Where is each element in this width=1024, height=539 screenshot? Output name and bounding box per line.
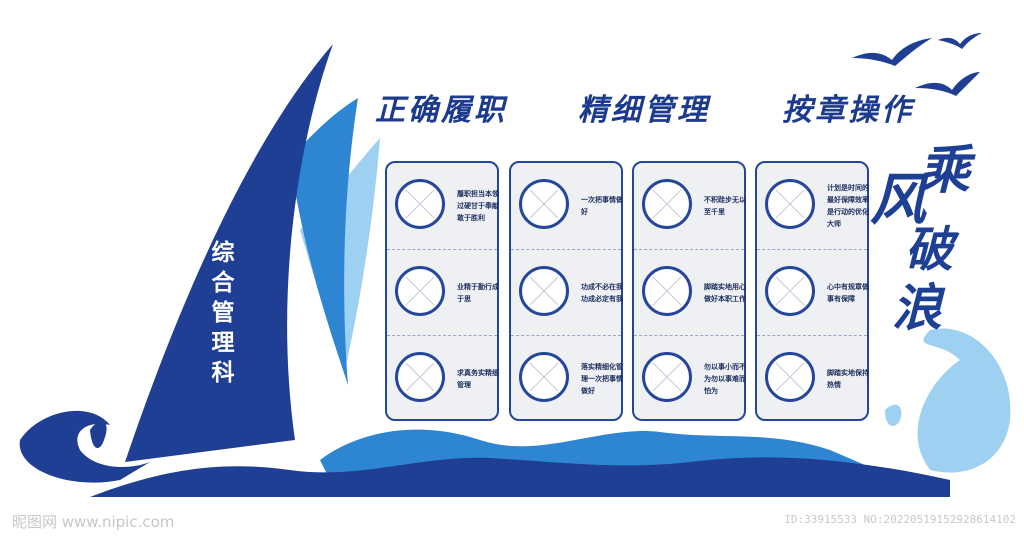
panel-text-box: 不积跬步无以至千里 <box>704 163 748 249</box>
panel-text-box: 履职担当本领过硬甘于奉献敢于胜利 <box>457 163 501 249</box>
panel-text-box: 功成不必在我功成必定有我 <box>581 250 625 336</box>
sail-mid <box>290 98 358 385</box>
panel-text: 计划是时间的最好保障效率是行动的优化大师 <box>827 184 869 228</box>
sail-main <box>125 44 333 462</box>
panel-1: 履职担当本领过硬甘于奉献敢于胜利业精于勤行成于思求真务实精细管理 <box>385 161 499 421</box>
panel-3: 不积跬步无以至千里脚踏实地用心做好本职工作勿以事小而不为勿以事难而怕为 <box>632 161 746 421</box>
panel-row: 计划是时间的最好保障效率是行动的优化大师 <box>757 163 869 249</box>
photo-placeholder-icon <box>642 266 692 316</box>
photo-placeholder-icon <box>519 352 569 402</box>
photo-placeholder-icon <box>395 352 445 402</box>
bird-2 <box>938 33 982 49</box>
panel-text: 履职担当本领过硬甘于奉献敢于胜利 <box>457 190 499 222</box>
panel-2: 一次把事情做好功成不必在我功成必定有我落实精细化管理一次把事情做好 <box>509 161 623 421</box>
panel-text: 脚踏实地用心做好本职工作 <box>704 283 746 303</box>
panel-4: 计划是时间的最好保障效率是行动的优化大师心中有规章做事有保障脚踏实地保持热情 <box>755 161 869 421</box>
panel-text: 心中有规章做事有保障 <box>827 283 869 303</box>
watermark-right: ID:33915533 NO:20220519152928614102 <box>784 513 1016 526</box>
panel-text: 脚踏实地保持热情 <box>827 369 869 389</box>
department-title: 综合管理科 <box>211 240 235 386</box>
photo-placeholder-icon <box>765 352 815 402</box>
panel-text: 功成不必在我功成必定有我 <box>581 283 623 303</box>
panel-text-box: 脚踏实地保持热情 <box>827 336 871 422</box>
photo-placeholder-icon <box>395 266 445 316</box>
panel-text-box: 落实精细化管理一次把事情做好 <box>581 336 625 422</box>
watermark-left: 昵图网 www.nipic.com <box>12 513 175 531</box>
panel-text-box: 计划是时间的最好保障效率是行动的优化大师 <box>827 163 871 249</box>
panel-text: 不积跬步无以至千里 <box>704 196 746 216</box>
splash-drop <box>885 404 902 426</box>
panel-row: 求真务实精细管理 <box>387 335 499 422</box>
bird-1 <box>852 38 932 66</box>
panel-row: 不积跬步无以至千里 <box>634 163 746 249</box>
slogan-char-3: 破 <box>905 222 954 278</box>
panel-text: 勿以事小而不为勿以事难而怕为 <box>704 363 746 395</box>
panel-row: 脚踏实地用心做好本职工作 <box>634 249 746 336</box>
headline-1: 正确履职 <box>375 93 507 128</box>
panel-text-box: 心中有规章做事有保障 <box>827 250 871 336</box>
wave-front <box>90 457 950 497</box>
splash-right <box>917 328 1011 473</box>
photo-placeholder-icon <box>642 352 692 402</box>
panel-text-box: 一次把事情做好 <box>581 163 625 249</box>
panel-text: 求真务实精细管理 <box>457 369 499 389</box>
panel-row: 功成不必在我功成必定有我 <box>511 249 623 336</box>
photo-placeholder-icon <box>642 179 692 229</box>
wave-curl-left <box>19 410 151 483</box>
panel-row: 勿以事小而不为勿以事难而怕为 <box>634 335 746 422</box>
photo-placeholder-icon <box>395 179 445 229</box>
panel-row: 落实精细化管理一次把事情做好 <box>511 335 623 422</box>
headline-3: 按章操作 <box>782 93 914 128</box>
photo-placeholder-icon <box>765 179 815 229</box>
wave-curl-accent <box>90 421 107 449</box>
bird-3 <box>915 72 980 96</box>
panel-text-box: 脚踏实地用心做好本职工作 <box>704 250 748 336</box>
panel-row: 心中有规章做事有保障 <box>757 249 869 336</box>
panel-text: 业精于勤行成于思 <box>457 283 499 303</box>
panel-text-box: 求真务实精细管理 <box>457 336 501 422</box>
panel-row: 业精于勤行成于思 <box>387 249 499 336</box>
photo-placeholder-icon <box>765 266 815 316</box>
headline-2: 精细管理 <box>578 93 710 128</box>
panel-row: 一次把事情做好 <box>511 163 623 249</box>
slogan-char-2: 风 <box>870 167 926 233</box>
panel-row: 脚踏实地保持热情 <box>757 335 869 422</box>
photo-placeholder-icon <box>519 179 569 229</box>
panel-text-box: 业精于勤行成于思 <box>457 250 501 336</box>
panel-text: 落实精细化管理一次把事情做好 <box>581 363 623 395</box>
slogan-char-4: 浪 <box>892 278 942 337</box>
slogan-char-1: 乘 <box>918 140 971 201</box>
panel-row: 履职担当本领过硬甘于奉献敢于胜利 <box>387 163 499 249</box>
photo-placeholder-icon <box>519 266 569 316</box>
panel-text: 一次把事情做好 <box>581 196 623 216</box>
panel-text-box: 勿以事小而不为勿以事难而怕为 <box>704 336 748 422</box>
